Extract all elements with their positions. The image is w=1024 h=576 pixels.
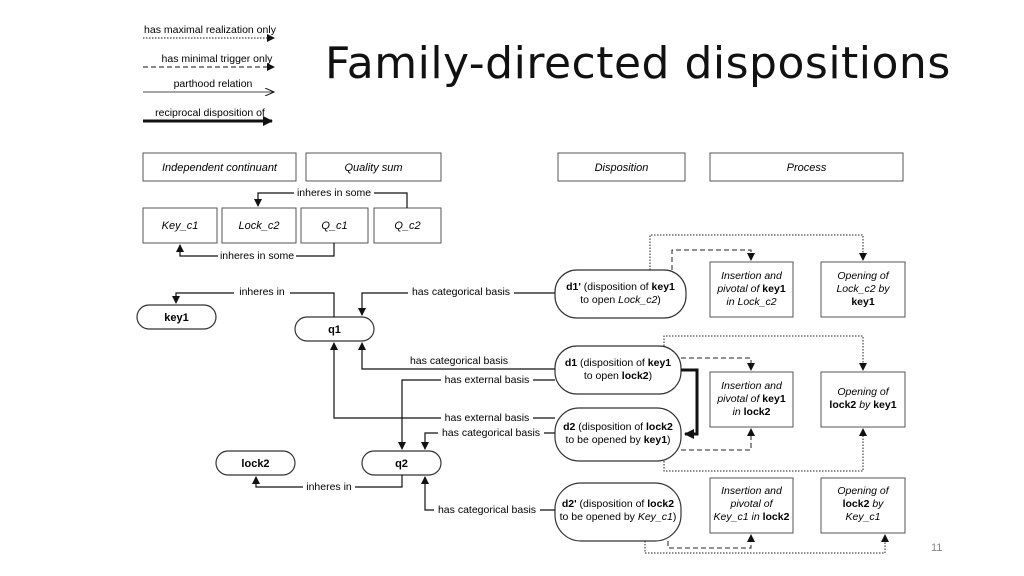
edge-d2p-minimal-trigger — [667, 534, 755, 549]
legend-parthood-label: parthood relation — [174, 78, 253, 90]
header-disposition-box — [557, 152, 686, 182]
edge-d2-maximal-realization — [663, 428, 867, 472]
lock2-label: lock2 — [241, 458, 269, 470]
process-4-line2: lock2 by key1 — [829, 399, 896, 411]
process-5-line1: Insertion and — [721, 485, 783, 497]
key-c1-box — [142, 207, 218, 244]
lock-c2-box — [221, 207, 297, 244]
header-process: Process — [787, 162, 827, 174]
process-2-line1: Opening of — [837, 270, 889, 282]
lock-c2-label: Lock_c2 — [239, 220, 280, 232]
process-3-line2: pivotal of key1 — [716, 393, 785, 405]
d2-line2: to be opened by key1) — [565, 434, 670, 446]
d2-node — [554, 407, 682, 462]
edge-d1-minimal-trigger — [681, 357, 755, 371]
process-6-line1: Opening of — [837, 485, 889, 497]
edge-d1-categorical-basis — [358, 342, 555, 370]
edge-label-categorical-basis-d2: has categorical basis — [442, 427, 540, 439]
slide-title: Family-directed dispositions — [325, 38, 951, 89]
edge-labels: inheres in has categorical basis has cat… — [234, 286, 544, 516]
process-1-line2: pivotal of key1 — [716, 283, 785, 295]
d1-line1: d1 (disposition of key1 — [565, 357, 671, 369]
edge-reciprocal-d1-d2 — [681, 368, 699, 439]
process-6-line2: lock2 by — [843, 498, 885, 510]
process-3-line1: Insertion and — [721, 380, 783, 392]
edge-label-inheres-in-some-bottom: inheres in some — [220, 250, 294, 262]
header-process-box — [709, 152, 904, 182]
class-boxes: Key_c1 Lock_c2 Q_c1 Q_c2 — [142, 207, 442, 244]
d1p-line1: d1' (disposition of key1 — [566, 281, 675, 293]
d2p-line2: to be opened by Key_c1) — [560, 511, 677, 523]
d2-line1: d2 (disposition of lock2 — [563, 421, 673, 433]
q-c1-box — [300, 207, 369, 244]
process-1-box — [709, 261, 794, 318]
edge-label-categorical-basis-d1p: has categorical basis — [412, 286, 510, 298]
d1p-line2: to open Lock_c2) — [580, 294, 661, 306]
edge-d1-maximal-realization — [663, 335, 867, 371]
header-disposition: Disposition — [595, 162, 649, 174]
minimal-trigger-edges — [667, 249, 755, 549]
maximal-realization-edges — [644, 234, 889, 554]
process-2-line3: key1 — [851, 296, 875, 308]
q-c1-label: Q_c1 — [321, 220, 347, 232]
legend-minimal-trigger-label: has minimal trigger only — [162, 53, 274, 65]
edge-label-inheres-in-key1: inheres in — [239, 286, 285, 298]
edge-label-external-basis-d1: has external basis — [445, 374, 530, 386]
process-4-box — [820, 371, 906, 428]
edge-d1p-maximal-realization — [649, 234, 867, 270]
header-independent-continuant-box — [142, 152, 297, 182]
instance-nodes: key1 q1 lock2 q2 — [136, 304, 442, 476]
process-6-box — [820, 477, 906, 534]
legend-maximal-realization-label: has maximal realization only — [144, 24, 277, 36]
disposition-nodes: d1' (disposition of key1 to open Lock_c2… — [554, 269, 687, 542]
d2p-line1: d2' (disposition of lock2 — [562, 498, 674, 510]
column-headers: Independent continuant Quality sum Dispo… — [142, 152, 904, 182]
q-c2-box — [373, 207, 442, 244]
process-4-line1: Opening of — [837, 386, 889, 398]
q-c2-label: Q_c2 — [394, 220, 420, 232]
process-3-box — [709, 371, 794, 428]
q1-label: q1 — [328, 324, 341, 336]
slide-number: 11 — [931, 542, 943, 554]
header-independent-continuant: Independent continuant — [162, 162, 278, 174]
legend-reciprocal-label: reciprocal disposition of — [155, 107, 265, 119]
d1-line2: to open lock2) — [584, 370, 652, 382]
edge-label-external-basis-d2: has external basis — [445, 412, 530, 424]
q2-label: q2 — [395, 458, 408, 470]
legend: has maximal realization only has minimal… — [143, 24, 277, 126]
process-2-line2: Lock_c2 by — [836, 283, 890, 295]
process-2-box — [820, 261, 906, 318]
header-quality-sum: Quality sum — [344, 162, 402, 174]
process-6-line3: Key_c1 — [845, 511, 880, 523]
d1p-node — [554, 269, 687, 319]
process-5-line2: pivotal of — [729, 498, 773, 510]
process-1-line1: Insertion and — [721, 270, 783, 282]
edge-d2p-maximal-realization — [644, 534, 889, 554]
header-quality-sum-box — [305, 152, 442, 182]
process-1-line3: in Lock_c2 — [726, 296, 776, 308]
process-boxes: Insertion and pivotal of key1 in Lock_c2… — [709, 261, 906, 534]
key1-node — [136, 304, 217, 330]
key1-label: key1 — [164, 312, 188, 324]
process-5-line3: Key_c1 in lock2 — [714, 511, 790, 523]
edge-label-inheres-in-some-top: inheres in some — [297, 187, 371, 199]
lock2-node — [215, 450, 296, 476]
process-3-line3: in lock2 — [733, 406, 771, 418]
key-c1-label: Key_c1 — [162, 220, 199, 232]
d2p-node — [554, 482, 682, 542]
edge-label-categorical-basis-d2p: has categorical basis — [438, 504, 536, 516]
edge-label-categorical-basis-d1: has categorical basis — [410, 355, 508, 367]
edge-d1p-minimal-trigger — [671, 249, 755, 270]
edge-label-inheres-in-lock2: inheres in — [306, 481, 352, 493]
process-5-box — [709, 477, 794, 534]
edge-d2-minimal-trigger — [681, 428, 755, 451]
